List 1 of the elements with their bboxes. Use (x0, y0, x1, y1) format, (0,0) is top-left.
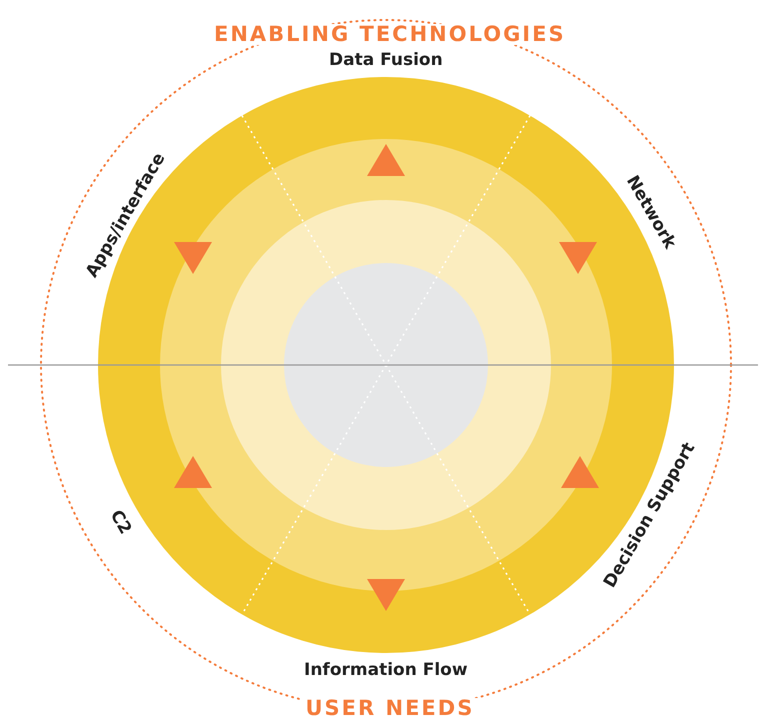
section-heading: USER NEEDS (302, 698, 478, 718)
